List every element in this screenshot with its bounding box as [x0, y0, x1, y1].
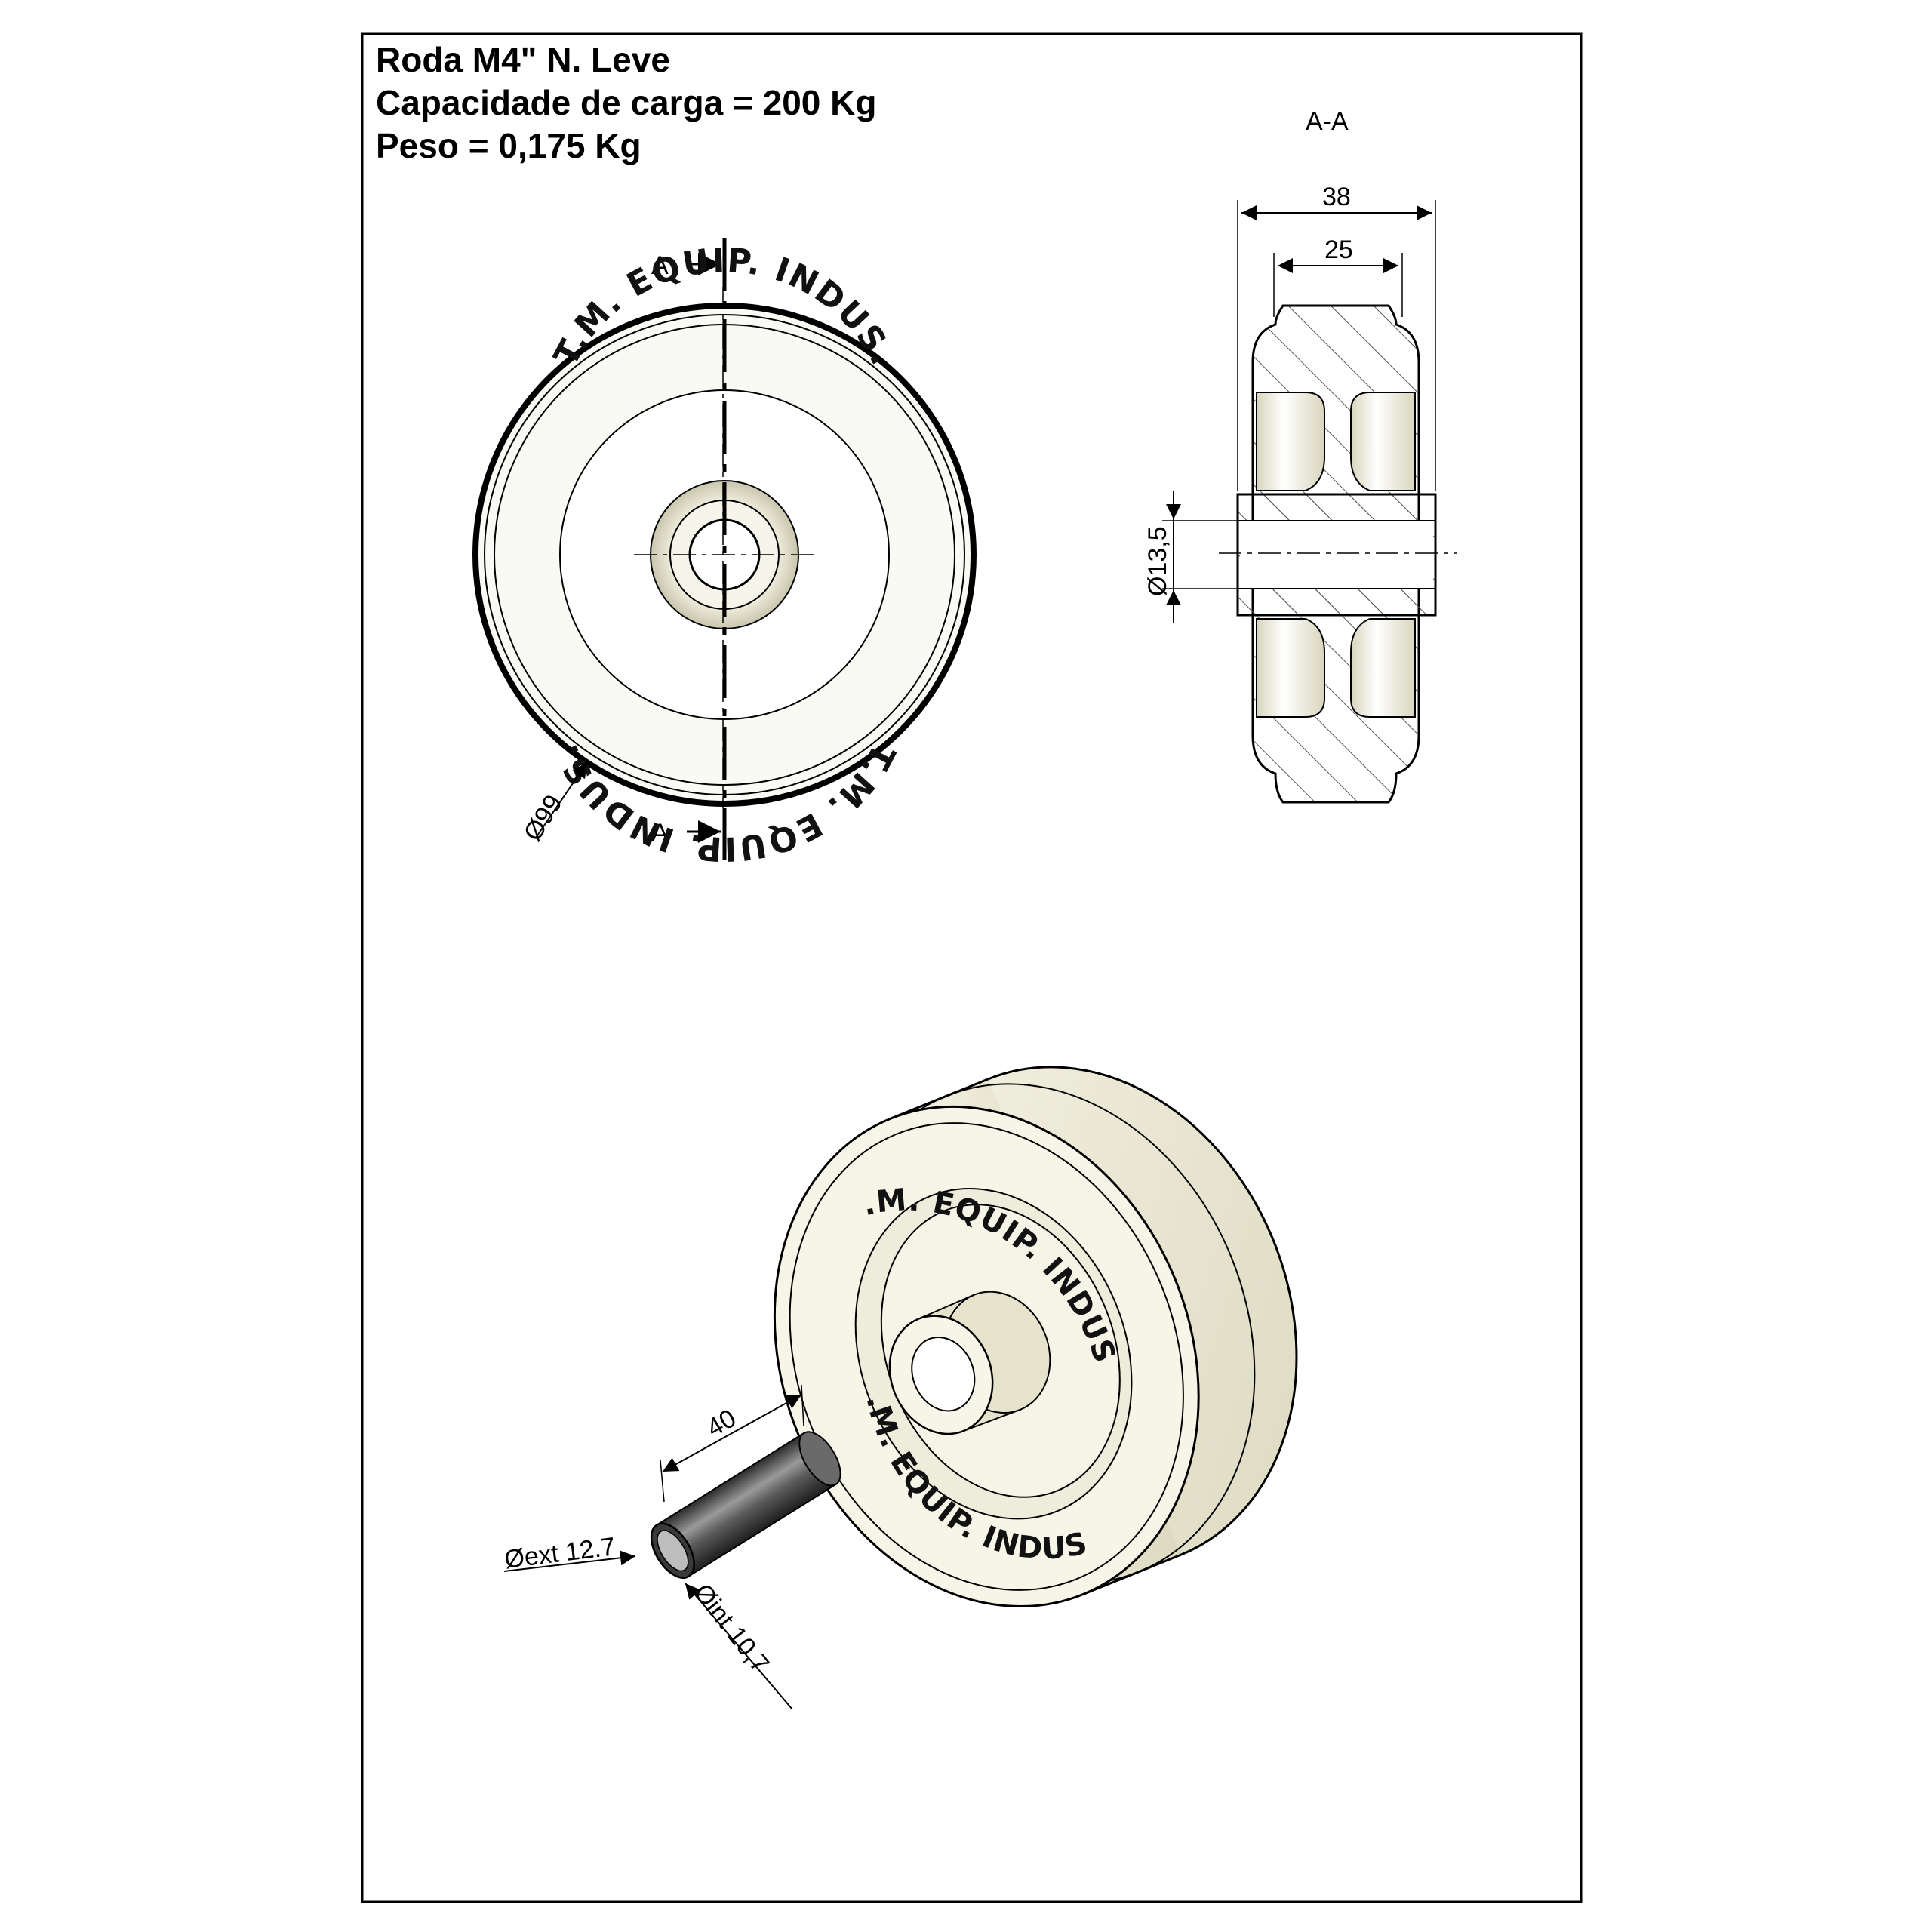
recess-top-right [1350, 392, 1416, 491]
title-block: Roda M4" N. Leve Capacidade de carga = 2… [376, 40, 876, 165]
iso-hub-line-top [918, 1294, 974, 1320]
title-line-1: Roda M4" N. Leve [376, 40, 670, 79]
dim-38-label: 38 [1322, 183, 1351, 211]
sheet-border [361, 32, 1583, 1903]
dim-40-ext-right [801, 1384, 804, 1427]
section-hub-bg [1240, 521, 1433, 589]
dim-int-leader [685, 1583, 793, 1710]
recess-bottom-right [1350, 618, 1416, 718]
section-view: A-A 38 25 Ø13,5 [1143, 107, 1457, 804]
dim-ext-leader [503, 1550, 636, 1572]
recess-bottom-left [1256, 618, 1325, 718]
title-line-3: Peso = 0,175 Kg [376, 126, 641, 165]
dim-25-label: 25 [1324, 235, 1353, 264]
bushing-far-end [798, 1431, 841, 1487]
front-view: A A T.M. EQUIP. INDUS. T.M. EQUIP. INDUS… [472, 238, 977, 868]
dim-40-line [662, 1394, 802, 1472]
iso-face-ring [789, 1122, 1184, 1591]
iso-hub-line-bottom [963, 1408, 1021, 1432]
dim-bore-label: Ø13,5 [1143, 526, 1172, 596]
title-line-2: Capacidade de carga = 200 Kg [376, 83, 876, 122]
diameter-leader [535, 761, 588, 838]
bushing-bore [657, 1530, 689, 1572]
section-label: A-A [1306, 107, 1349, 136]
recess-top-left [1256, 392, 1325, 491]
section-mark-bottom: A [651, 819, 669, 848]
iso-hub-bore [911, 1336, 976, 1412]
section-mark-top: A [651, 251, 669, 280]
dim-40-ext-left [660, 1460, 665, 1503]
